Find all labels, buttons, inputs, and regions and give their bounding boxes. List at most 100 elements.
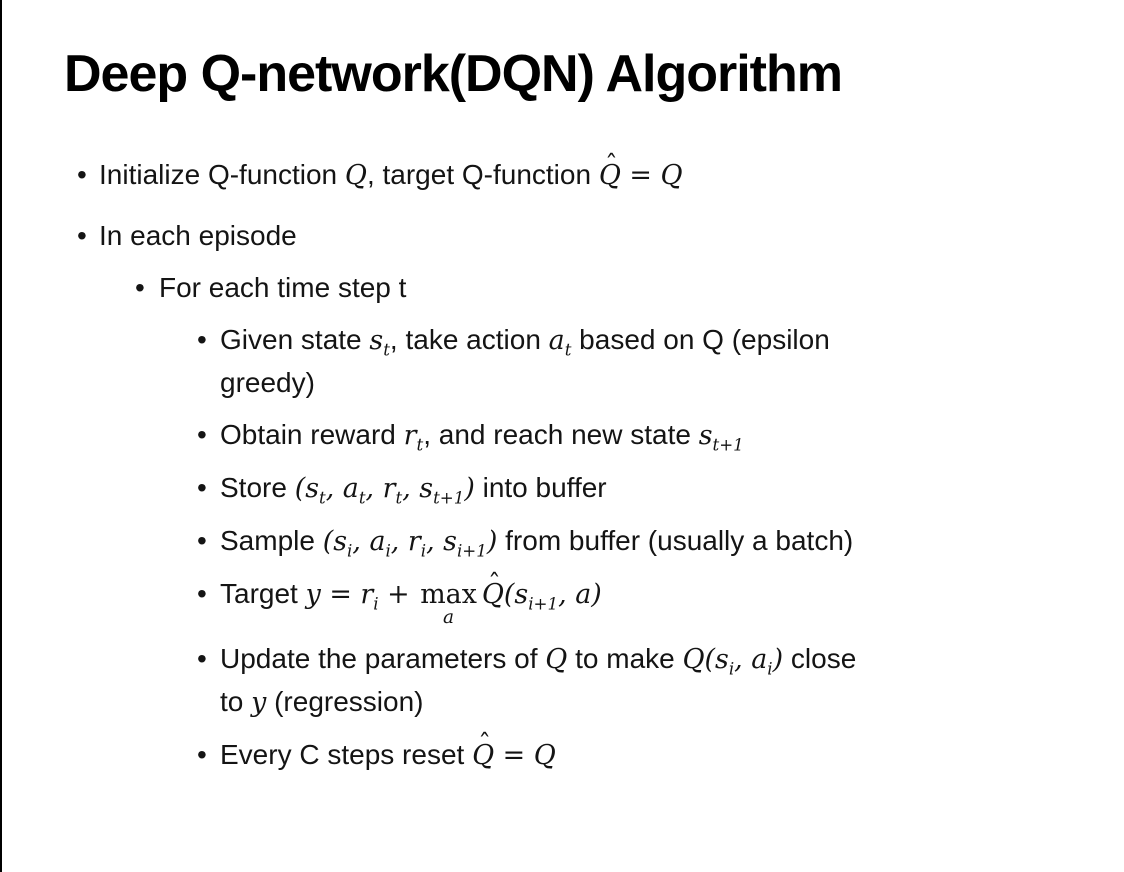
bullet-item: •Obtain reward rt, and reach new state s… <box>64 414 1068 457</box>
bullet-dot-icon: • <box>197 324 207 355</box>
math-subscript: t <box>319 488 326 508</box>
text-run: close <box>783 642 857 674</box>
text-run: Sample <box>220 525 323 556</box>
math-run: = Q <box>494 739 556 771</box>
math-run: ) <box>772 643 784 675</box>
math-subscript: i <box>385 541 391 561</box>
bullet-dot-icon: • <box>77 220 87 251</box>
math-run: si+1 <box>514 579 559 614</box>
math-run: ( <box>322 526 334 557</box>
math-run: ) <box>464 473 475 504</box>
text-run: from buffer (usually a batch) <box>497 525 854 556</box>
text-run: into buffer <box>474 472 607 503</box>
math-run: ri <box>407 526 427 561</box>
text-run: Obtain reward <box>220 419 404 450</box>
text-run: In each episode <box>99 220 297 251</box>
bullet-dot-icon: • <box>197 472 207 503</box>
slide-content: Deep Q-network(DQN) Algorithm •Initializ… <box>2 0 1124 777</box>
text-run: greedy) <box>220 367 315 398</box>
math-subscript: t <box>358 488 366 508</box>
math-subscript: i <box>767 659 773 679</box>
math-run: ( <box>294 473 306 504</box>
math-run: max <box>420 578 477 610</box>
bullet-item: •Sample (si, ai, ri, si+1) from buffer (… <box>64 520 1068 563</box>
text-run: , target Q-function <box>366 159 599 190</box>
text-run: Given state <box>220 324 370 355</box>
hat-accent-icon: ˆ <box>488 568 501 599</box>
math-run: ai <box>751 643 773 679</box>
bullet-item: •Given state st, take action at based on… <box>64 319 1068 404</box>
math-under-run: a <box>443 607 455 629</box>
text-run: Initialize Q-function <box>99 159 345 190</box>
bullet-item: • For each time step t <box>64 267 1068 309</box>
math-run: y <box>251 686 267 718</box>
bullet-item: • In each episode <box>64 215 1068 257</box>
math-subscript: t <box>416 435 424 455</box>
math-run: at <box>548 325 572 360</box>
text-run: Store <box>220 472 295 503</box>
math-subscript: i <box>420 541 427 561</box>
bullet-dot-icon: • <box>197 642 207 674</box>
text-run: (regression) <box>266 685 424 717</box>
math-run: y = <box>305 579 361 610</box>
hat-accent-icon: ˆ <box>478 729 492 760</box>
math-run: st <box>369 325 390 360</box>
math-run: Q <box>481 579 504 610</box>
bullet-item: •Store (st, at, rt, st+1) into buffer <box>64 467 1068 510</box>
bullet-item: •Initialize Q-function Q, target Q-funct… <box>64 150 1068 197</box>
text-run: , take action <box>389 324 549 355</box>
math-subscript: i <box>728 659 735 679</box>
bullet-dot-icon: • <box>197 419 207 450</box>
math-run: Q <box>598 160 621 191</box>
text-run: to <box>220 685 252 717</box>
bullet-dot-icon: • <box>135 272 145 303</box>
math-subscript: i+1 <box>528 594 559 614</box>
math-run: st+1 <box>698 420 744 455</box>
text-run: For each time step t <box>159 272 407 303</box>
math-run: ri <box>360 579 379 614</box>
math-subscript: i <box>347 541 353 561</box>
math-run: , a) <box>558 579 602 610</box>
math-run: rt <box>382 473 403 508</box>
hat-accent-icon: ˆ <box>605 149 618 180</box>
math-run: si <box>333 526 353 561</box>
text-run: Every C steps reset <box>220 738 473 770</box>
math-run: , <box>390 526 408 557</box>
math-run: + <box>378 579 419 610</box>
bullet-dot-icon: • <box>197 525 207 556</box>
math-run: si+1 <box>443 526 487 561</box>
text-run: , and reach new state <box>423 419 699 450</box>
math-run: Q <box>344 160 367 191</box>
math-run: , <box>365 473 383 504</box>
math-run: at <box>342 473 366 508</box>
math-run: , <box>402 473 420 504</box>
math-subscript: t <box>395 488 403 508</box>
bullet-dot-icon: • <box>197 738 207 770</box>
math-run: = Q <box>620 160 683 191</box>
bullet-item: •Update the parameters of Q to make Q(si… <box>64 638 1068 724</box>
math-subscript: i+1 <box>456 541 487 561</box>
text-run: Update the parameters of <box>220 642 546 674</box>
math-subscript: t <box>383 340 390 360</box>
math-subscript: t+1 <box>712 435 744 455</box>
text-run: Target <box>220 578 306 609</box>
math-run: , <box>325 473 343 504</box>
math-run: , <box>734 643 752 675</box>
math-run: st <box>305 473 326 508</box>
math-run: , <box>426 526 444 557</box>
math-run: ( <box>503 579 515 610</box>
bullet-list: •Initialize Q-function Q, target Q-funct… <box>64 150 1068 777</box>
math-run: si <box>715 643 735 679</box>
slide-title: Deep Q-network(DQN) Algorithm <box>64 45 843 103</box>
math-run: Q( <box>682 643 716 675</box>
math-subscript: t <box>564 340 572 360</box>
math-run: ) <box>486 526 498 557</box>
bullet-dot-icon: • <box>197 578 207 609</box>
